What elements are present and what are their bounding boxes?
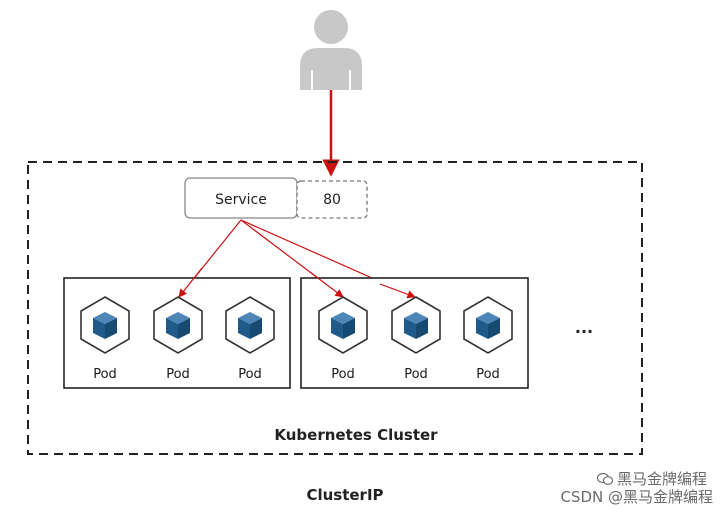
service-port-box <box>296 180 368 219</box>
pod-label: Pod <box>331 367 355 382</box>
pod-label: Pod <box>404 367 428 382</box>
pod-label: Pod <box>166 367 190 382</box>
service-label: Service <box>215 192 267 208</box>
diagram-title: ClusterIP <box>306 486 383 504</box>
cluster-label: Kubernetes Cluster <box>274 426 438 444</box>
csdn-watermark: CSDN @黑马金牌编程 <box>560 488 713 506</box>
wechat-watermark-text: 黑马金牌编程 <box>616 470 707 488</box>
wechat-icon <box>596 473 613 485</box>
user-icon <box>300 10 362 90</box>
pod-label: Pod <box>238 367 262 382</box>
pod-label: Pod <box>93 367 117 382</box>
wechat-watermark: 黑马金牌编程 <box>596 468 707 489</box>
cluster-boundary <box>27 161 643 455</box>
pod-label: Pod <box>476 367 500 382</box>
service-port: 80 <box>323 192 341 208</box>
more-pods-ellipsis: ... <box>575 318 593 337</box>
